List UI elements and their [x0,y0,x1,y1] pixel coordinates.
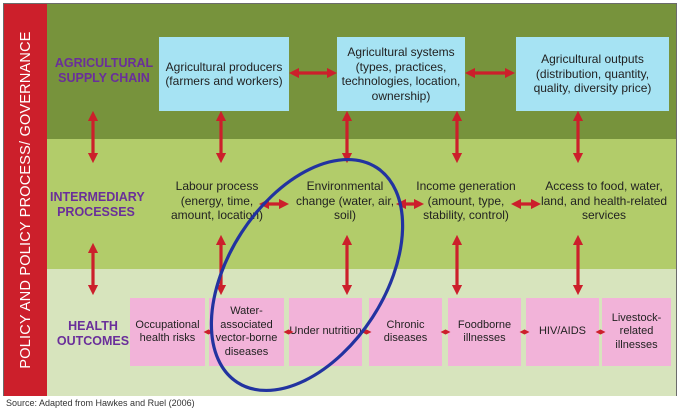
item-access-services-text: Access to food, water, land, and health-… [540,179,668,223]
policy-governance-bar: POLICY AND POLICY PROCESS/ GOVERNANCE [4,4,47,396]
box-water-associated: Water-associated vector-borne diseases [209,298,284,366]
box-agricultural-systems: Agricultural systems (types, practices, … [337,37,465,111]
item-income-generation-text: Income generation (amount, type, stabili… [416,179,516,223]
diagram-frame: POLICY AND POLICY PROCESS/ GOVERNANCE AG… [3,3,677,396]
box-hiv-aids-text: HIV/AIDS [538,325,587,338]
box-agricultural-outputs: Agricultural outputs (distribution, quan… [516,37,669,111]
box-occupational-health-text: Occupational health risks [135,318,200,345]
item-environmental-change-text: Environmental change (water, air, soil) [295,179,395,223]
item-income-generation: Income generation (amount, type, stabili… [414,179,518,223]
box-livestock-illnesses-text: Livestock-related illnesses [611,311,662,351]
box-agricultural-outputs-text: Agricultural outputs (distribution, quan… [533,52,652,96]
box-occupational-health: Occupational health risks [130,298,205,366]
box-agricultural-producers-text: Agricultural producers (farmers and work… [165,59,283,89]
item-environmental-change: Environmental change (water, air, soil) [288,179,402,223]
box-chronic-diseases: Chronic diseases [369,298,442,366]
policy-label: POLICY AND POLICY PROCESS/ GOVERNANCE [17,31,34,369]
box-under-nutrition: Under nutrition [289,298,362,366]
box-agricultural-producers: Agricultural producers (farmers and work… [159,37,289,111]
box-under-nutrition-text: Under nutrition [289,325,362,338]
box-livestock-illnesses: Livestock-related illnesses [602,298,671,366]
source-note: Source: Adapted from Hawkes and Ruel (20… [6,398,195,408]
box-foodborne-illnesses: Foodborne illnesses [448,298,521,366]
item-labour-process-text: Labour process (energy, time, amount, lo… [170,179,264,223]
box-foodborne-illnesses-text: Foodborne illnesses [457,318,512,345]
row-label-health: HEALTH OUTCOMES [56,319,130,348]
row-label-supply-chain: AGRICULTURAL SUPPLY CHAIN [54,56,154,85]
item-labour-process: Labour process (energy, time, amount, lo… [162,179,272,223]
item-access-services: Access to food, water, land, and health-… [539,179,669,223]
box-chronic-diseases-text: Chronic diseases [383,318,428,345]
box-water-associated-text: Water-associated vector-borne diseases [215,305,278,358]
box-hiv-aids: HIV/AIDS [526,298,599,366]
row-label-intermediary: INTERMEDIARY PROCESSES [50,190,145,219]
box-agricultural-systems-text: Agricultural systems (types, practices, … [341,45,461,103]
